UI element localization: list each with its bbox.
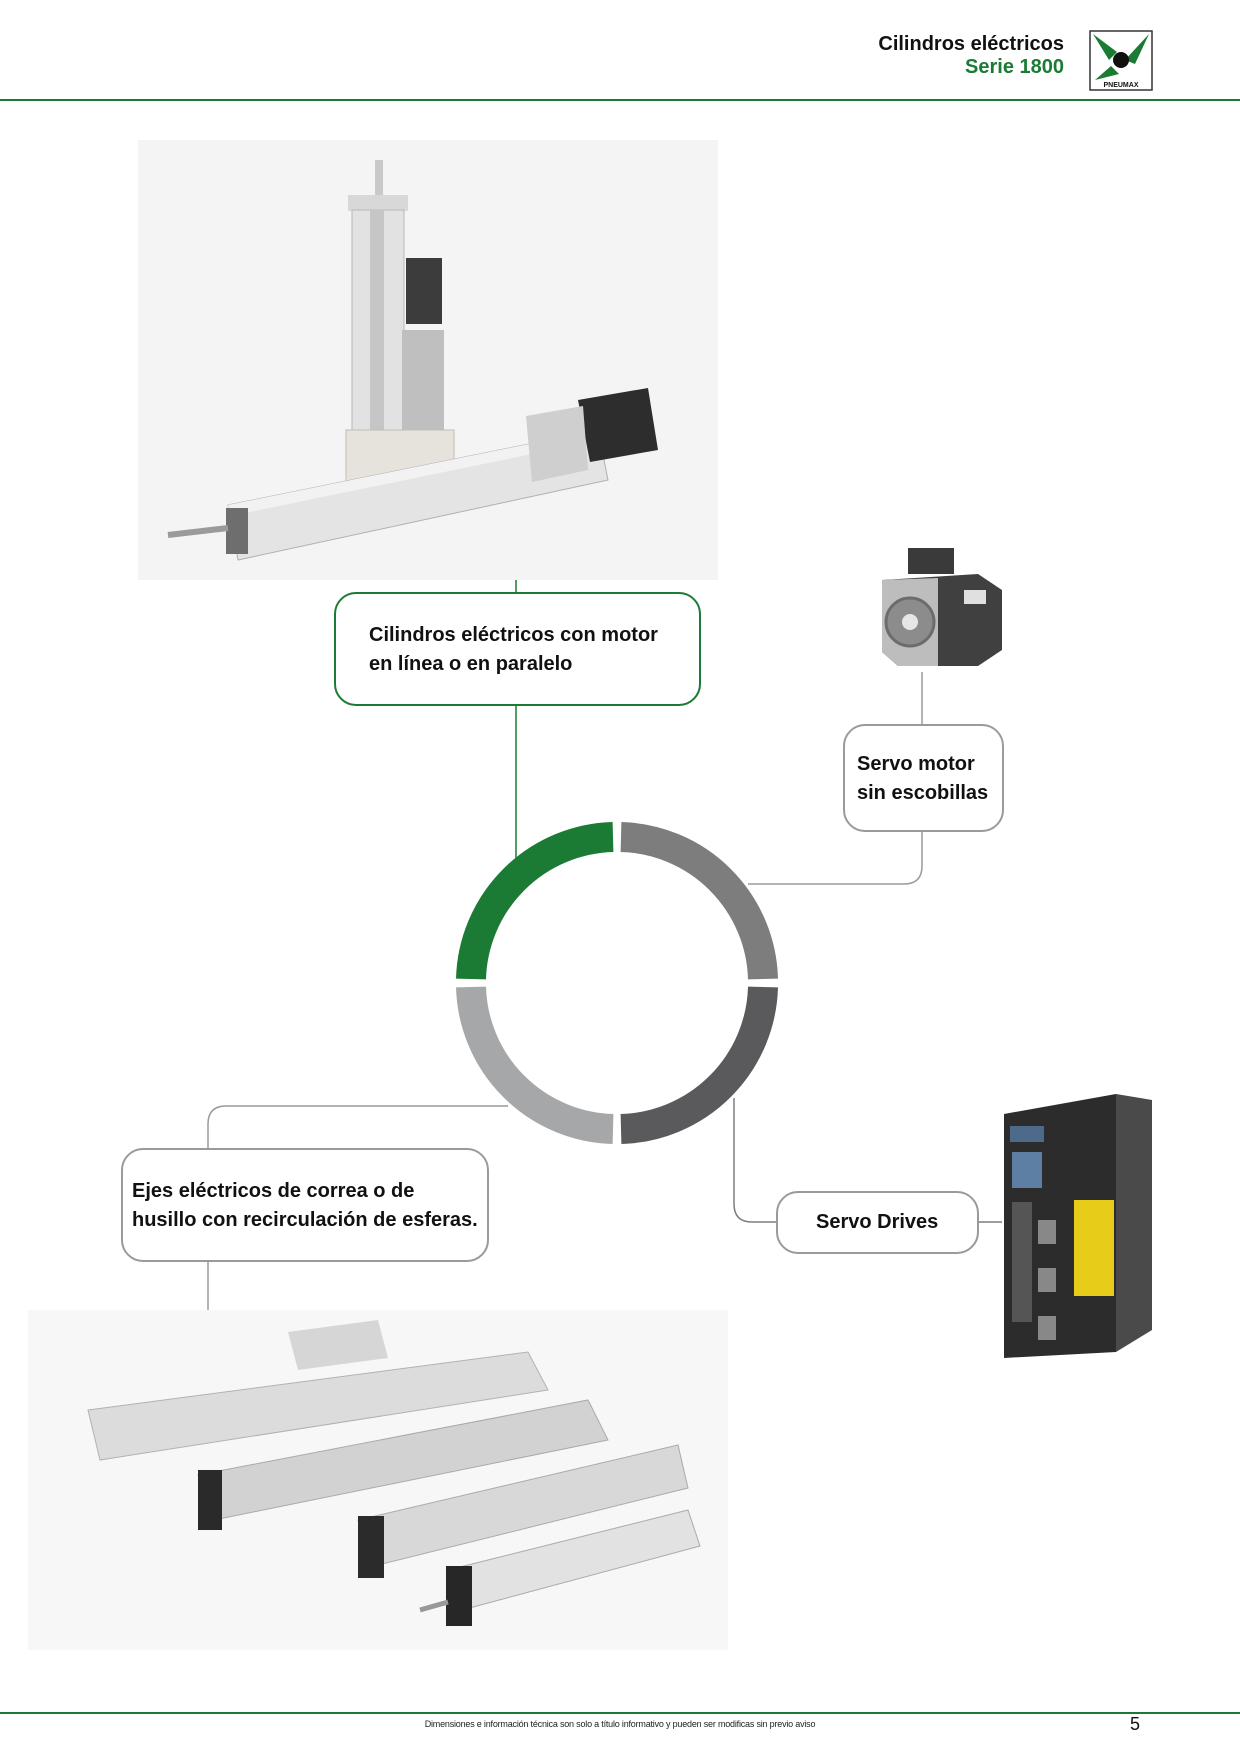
footer-note: Dimensiones e información técnica son so… bbox=[424, 1719, 816, 1729]
pneumax-logo: PNEUMAX bbox=[1089, 30, 1153, 91]
header-title: Cilindros eléctricos bbox=[878, 33, 1064, 55]
ring-segment-servo-motor bbox=[620, 822, 778, 980]
servo-motor-label-box: Servo motor sin escobillas bbox=[843, 724, 1004, 832]
linear-axes-photo bbox=[28, 1310, 728, 1650]
header-subtitle: Serie 1800 bbox=[965, 56, 1064, 78]
product-ring bbox=[456, 822, 778, 1144]
servo-drives-label-box: Servo Drives bbox=[776, 1191, 979, 1254]
servo-motor-label-line2: sin escobillas bbox=[857, 782, 989, 804]
axes-label-line1: Ejes eléctricos de correa o de bbox=[132, 1180, 415, 1202]
servo-drive-photo bbox=[1004, 1094, 1152, 1358]
servo-motor-photo bbox=[882, 548, 1002, 666]
servo-drives-label: Servo Drives bbox=[816, 1211, 939, 1233]
axes-label-line2: husillo con recirculación de esferas. bbox=[132, 1209, 478, 1231]
logo-text: PNEUMAX bbox=[1103, 82, 1138, 89]
footer-rule bbox=[0, 1712, 1240, 1714]
axes-label-box: Ejes eléctricos de correa o de husillo c… bbox=[121, 1148, 489, 1262]
cylinders-label-box: Cilindros eléctricos con motor en línea … bbox=[334, 592, 701, 706]
servo-motor-label-line1: Servo motor bbox=[857, 753, 975, 775]
cylinders-label-line1: Cilindros eléctricos con motor bbox=[369, 624, 658, 646]
cylinders-label-line2: en línea o en paralelo bbox=[369, 653, 573, 675]
page-number: 5 bbox=[1130, 1714, 1141, 1734]
ring-segment-axes bbox=[456, 986, 614, 1144]
ring-segment-servo-drives bbox=[620, 986, 778, 1144]
electric-cylinders-photo bbox=[138, 140, 718, 580]
header-title-block: Cilindros eléctricos Serie 1800 bbox=[878, 33, 1064, 79]
ring-segment-cylinders bbox=[456, 822, 614, 980]
header-rule bbox=[0, 99, 1240, 101]
